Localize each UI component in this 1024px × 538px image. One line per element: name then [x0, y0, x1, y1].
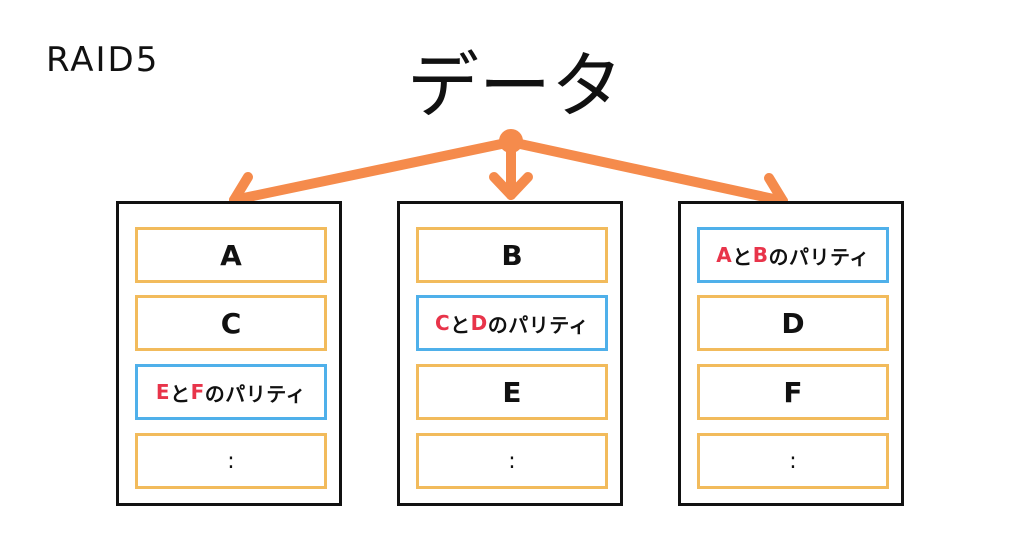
- ellipsis-label: :: [227, 448, 235, 474]
- parity-source-2: B: [752, 243, 769, 267]
- arrow-origin-dot: [499, 129, 523, 153]
- parity-suffix: のパリティ: [487, 312, 590, 337]
- diagram-title: RAID5: [46, 40, 160, 80]
- parity-source-1: C: [434, 311, 451, 335]
- ellipsis-label: :: [508, 448, 516, 474]
- arrowhead-disk-2: [489, 172, 533, 200]
- parity-source-2: D: [470, 311, 488, 335]
- block-label: D: [781, 306, 805, 340]
- parity-conjunction: と: [450, 312, 471, 337]
- block-disk3-f: F: [697, 364, 889, 420]
- parity-source-1: E: [155, 380, 171, 404]
- parity-source-2: F: [190, 380, 205, 404]
- parity-source-1: A: [716, 243, 733, 267]
- block-label: C: [220, 306, 242, 340]
- block-disk2-e: E: [416, 364, 608, 420]
- block-disk1-c: C: [135, 295, 327, 351]
- block-disk3-d: D: [697, 295, 889, 351]
- parity-conjunction: と: [170, 381, 191, 406]
- parity-suffix: のパリティ: [768, 244, 870, 269]
- block-disk2-ellipsis: :: [416, 433, 608, 489]
- block-disk2-b: B: [416, 227, 608, 283]
- data-label: データ: [406, 44, 623, 128]
- block-label: F: [783, 375, 803, 409]
- arrow-to-disk-1: [229, 137, 516, 205]
- ellipsis-label: :: [789, 448, 797, 474]
- block-label: A: [220, 238, 242, 272]
- parity-suffix: のパリティ: [204, 381, 307, 406]
- block-label: E: [502, 375, 522, 409]
- arrow-to-disk-3: [506, 137, 788, 206]
- parity-conjunction: と: [732, 244, 753, 269]
- block-disk3-ellipsis: :: [697, 433, 889, 489]
- block-disk1-a: A: [135, 227, 327, 283]
- block-label: B: [501, 238, 523, 272]
- block-disk1-ellipsis: :: [135, 433, 327, 489]
